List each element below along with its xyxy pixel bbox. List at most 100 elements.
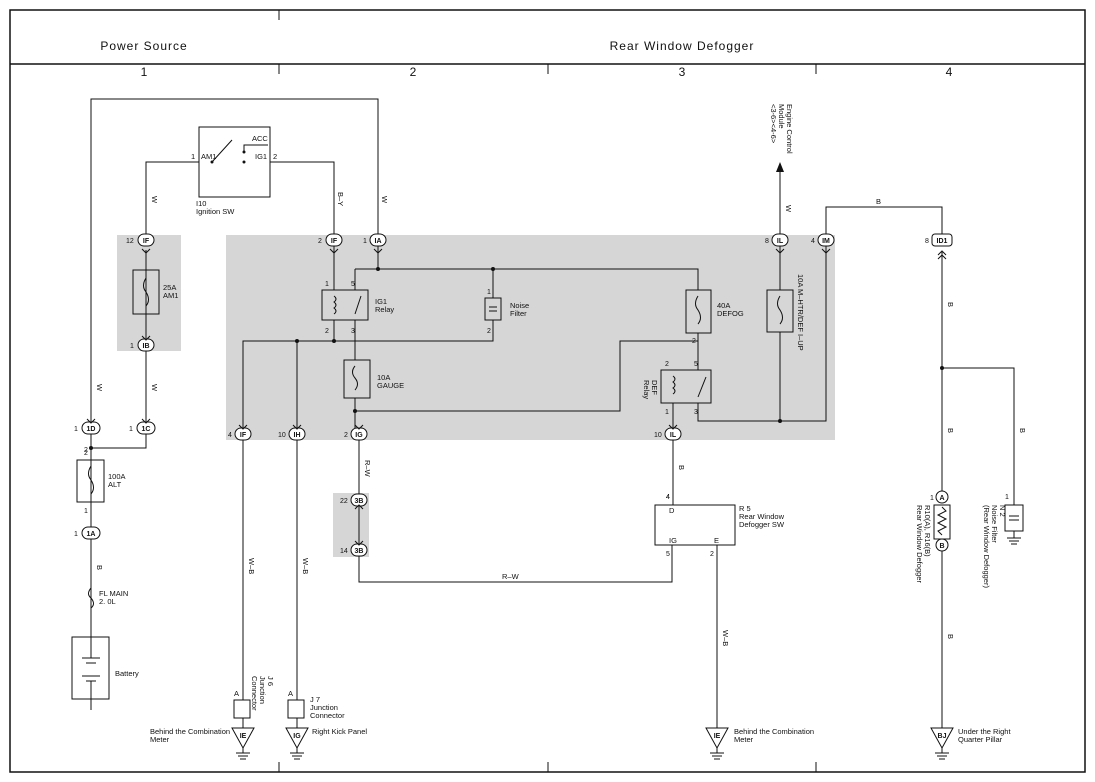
svg-text:A: A: [288, 689, 293, 698]
svg-text:ACC: ACC: [252, 134, 268, 143]
svg-text:Connector: Connector: [310, 711, 345, 720]
svg-text:W–B: W–B: [301, 558, 310, 574]
connector-1d: 1D 1: [74, 421, 101, 435]
column-3: 3: [679, 65, 686, 79]
svg-text:J 7: J 7: [310, 695, 320, 704]
svg-text:1: 1: [74, 531, 78, 538]
svg-text:IH: IH: [294, 432, 301, 439]
svg-text:1: 1: [1005, 494, 1009, 501]
svg-text:BJ: BJ: [938, 733, 947, 740]
svg-text:3: 3: [694, 409, 698, 416]
svg-text:W–B: W–B: [721, 630, 730, 646]
svg-text:B: B: [876, 197, 881, 206]
svg-text:I10: I10: [196, 199, 206, 208]
ground-ie-2: IE Behind the Combination Meter: [705, 727, 814, 760]
connector-im: IM4: [811, 233, 835, 247]
svg-text:IG1: IG1: [375, 297, 387, 306]
svg-text:Meter: Meter: [150, 735, 170, 744]
fuse-fl-main: FL MAIN 2. 0L: [88, 587, 128, 609]
svg-text:ALT: ALT: [108, 480, 122, 489]
connector-1c: 1C1: [129, 421, 156, 435]
svg-text:Module: Module: [777, 104, 786, 129]
svg-text:IE: IE: [240, 733, 247, 740]
svg-text:Connector: Connector: [250, 676, 259, 711]
svg-text:IM: IM: [822, 238, 830, 245]
ground-ie-1: IE Behind the Combination Meter: [150, 727, 255, 760]
svg-text:2: 2: [665, 361, 669, 368]
svg-text:Junction: Junction: [310, 703, 338, 712]
header-power-source: Power Source: [100, 39, 187, 53]
svg-text:R–W: R–W: [502, 572, 520, 581]
svg-text:IF: IF: [240, 432, 247, 439]
svg-text:Rear Window: Rear Window: [739, 512, 785, 521]
svg-text:R–W: R–W: [363, 460, 372, 478]
svg-text:8: 8: [925, 238, 929, 245]
column-2: 2: [410, 65, 417, 79]
fuse-am1: 25A AM1: [132, 269, 178, 315]
junction-dots: [89, 267, 944, 450]
svg-text:Meter: Meter: [734, 735, 754, 744]
connector-if-bot: IF 4: [228, 427, 252, 441]
svg-text:GAUGE: GAUGE: [377, 381, 404, 390]
fuse-alt: 100A ALT 2 1: [76, 450, 126, 515]
svg-text:IG: IG: [355, 432, 363, 439]
rear-window-defogger-switch: D IG E 4 5 2 R 5 Rear Window Defogger SW: [654, 494, 785, 558]
svg-text:Noise Filter: Noise Filter: [990, 505, 999, 543]
connector-ib: IB1: [130, 338, 155, 352]
svg-text:IA: IA: [375, 238, 382, 245]
svg-text:1D: 1D: [87, 426, 96, 433]
svg-text:2: 2: [318, 238, 322, 245]
svg-text:Noise: Noise: [510, 301, 529, 310]
junction-block-shading: [226, 235, 835, 440]
svg-text:Rear Window Defogger: Rear Window Defogger: [915, 505, 924, 583]
svg-text:1: 1: [665, 409, 669, 416]
svg-text:Relay: Relay: [375, 305, 394, 314]
svg-text:W: W: [380, 196, 389, 204]
svg-text:8: 8: [765, 238, 769, 245]
svg-text:1: 1: [487, 289, 491, 296]
battery: Battery: [71, 636, 139, 700]
svg-text:W: W: [150, 196, 159, 204]
ig1-relay: 1 5 2 3 IG1 Relay: [321, 281, 394, 335]
svg-text:R10(A), R16(B): R10(A), R16(B): [923, 505, 932, 557]
fuse-defog: 2 40A DEFOG: [685, 289, 744, 345]
svg-text:Right Kick Panel: Right Kick Panel: [312, 727, 367, 736]
svg-text:1: 1: [74, 426, 78, 433]
svg-text:10A: 10A: [377, 373, 390, 382]
svg-text:Under the Right: Under the Right: [958, 727, 1011, 736]
connector-1a: 1A1: [74, 526, 101, 540]
wire-color-labels: W B–Y W W B W W B B B B B B R–W R–W W–B …: [95, 192, 1027, 646]
svg-text:R 5: R 5: [739, 504, 751, 513]
junction-connector-j7: A J 7 Junction Connector: [287, 689, 345, 720]
svg-text:E: E: [714, 536, 719, 545]
svg-text:22: 22: [340, 498, 348, 505]
svg-text:5: 5: [351, 281, 355, 288]
svg-text:AM1: AM1: [201, 152, 216, 161]
svg-text:3B: 3B: [355, 548, 364, 555]
svg-text:B: B: [946, 428, 955, 433]
connector-if-top: IF2: [318, 233, 343, 247]
noise-filter-defogger: 1 N 2 Noise Filter (Rear Window Defogger…: [982, 494, 1024, 588]
ecm-reference: Engine Control Module <3-6><4-6>: [769, 104, 794, 172]
connector-chevrons: [86, 248, 947, 546]
svg-text:1: 1: [930, 495, 934, 502]
header-rear-window-defogger: Rear Window Defogger: [610, 39, 755, 53]
wires: [90, 98, 1015, 728]
svg-text:IL: IL: [777, 238, 784, 245]
svg-text:3: 3: [351, 328, 355, 335]
connector-ig: IG2: [344, 427, 368, 441]
svg-text:N 2: N 2: [998, 505, 1007, 517]
svg-text:4: 4: [228, 432, 232, 439]
svg-text:J 6: J 6: [266, 676, 275, 686]
svg-text:1C: 1C: [142, 426, 151, 433]
def-relay: 2 5 1 3 DEF Relay: [642, 361, 712, 416]
svg-text:1: 1: [325, 281, 329, 288]
svg-text:Defogger SW: Defogger SW: [739, 520, 785, 529]
svg-text:5: 5: [666, 551, 670, 558]
